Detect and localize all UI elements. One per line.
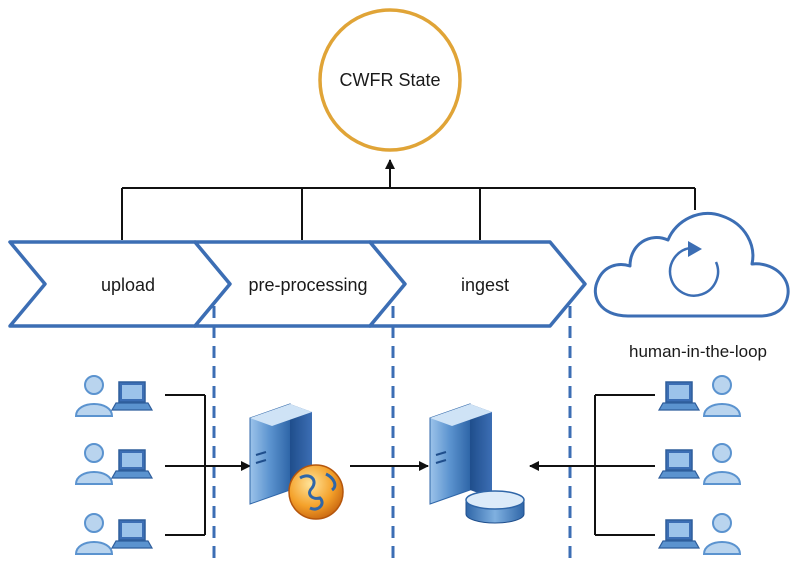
user-laptop-icon <box>75 375 153 417</box>
web-server-icon <box>249 403 344 520</box>
cwfr-state-circle <box>318 8 462 152</box>
state-connectors <box>121 159 696 240</box>
user-laptop-icon <box>75 513 153 555</box>
laptop-user-icon <box>658 513 741 555</box>
laptop-user-icon <box>658 375 741 417</box>
stage-dividers <box>212 306 572 566</box>
stage-upload-label: upload <box>101 275 155 295</box>
refresh-icon <box>668 241 720 297</box>
stage-ingest-label: ingest <box>461 275 509 295</box>
cloud-icon <box>593 212 790 318</box>
cwfr-state-label: CWFR State <box>339 70 440 90</box>
user-laptop-icon <box>75 443 153 485</box>
hitl-connectors <box>529 394 655 536</box>
stage-ingest-chevron <box>368 240 587 328</box>
database-server-icon <box>429 403 525 524</box>
cloud-label: human-in-the-loop <box>629 342 767 361</box>
laptop-user-icon <box>658 443 741 485</box>
upload-connectors <box>165 394 251 536</box>
stage-preprocessing-label: pre-processing <box>248 275 367 295</box>
